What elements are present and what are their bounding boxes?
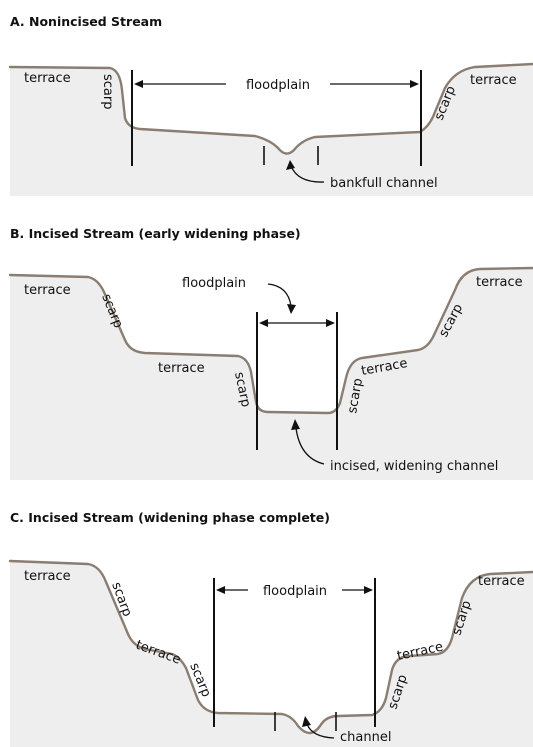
- panel-c: C. Incised Stream (widening phase comple…: [8, 510, 533, 747]
- panel-c-floodplain-arrow: [216, 586, 373, 594]
- panel-b-title: B. Incised Stream (early widening phase): [10, 226, 301, 241]
- panel-c-channel-label: channel: [340, 730, 391, 745]
- panel-b-scarp-inner-right-label: scarp: [345, 377, 366, 415]
- panel-b-channel-pointer: [291, 419, 325, 465]
- panel-a: A. Nonincised Stream floodplain terrace …: [8, 14, 533, 196]
- panel-c-ground: [10, 561, 533, 747]
- panel-b-channel-label: incised, widening channel: [330, 459, 498, 474]
- panel-a-scarp-left-label: scarp: [100, 74, 115, 109]
- panel-a-terrace-left-label: terrace: [24, 71, 71, 86]
- panel-c-terrace-upper-left-label: terrace: [24, 569, 71, 584]
- panel-a-floodplain-label: floodplain: [246, 78, 310, 93]
- panel-c-floodplain-label: floodplain: [263, 584, 327, 599]
- panel-c-terrace-upper-right-label: terrace: [478, 574, 525, 589]
- panel-b-terrace-upper-right-label: terrace: [476, 275, 523, 290]
- panel-a-floodplain-arrow: [134, 80, 419, 88]
- panel-b-scarp-inner-left-label: scarp: [231, 371, 253, 409]
- panel-c-channel-pointer: [302, 716, 335, 739]
- panel-b-terrace-upper-left-label: terrace: [24, 283, 71, 298]
- panel-b-floodplain-arrow: [259, 319, 335, 327]
- panel-b-floodplain-label: floodplain: [182, 276, 246, 291]
- panel-b-floodplain-pointer: [267, 283, 296, 314]
- panel-a-terrace-right-label: terrace: [470, 73, 517, 88]
- panel-a-ground-surface: [8, 62, 533, 155]
- panel-a-ground: [10, 64, 533, 196]
- panel-c-ground-surface: [8, 559, 533, 735]
- panel-a-channel-pointer: [286, 160, 325, 183]
- panel-b-ground: [10, 268, 533, 480]
- panel-b: B. Incised Stream (early widening phase)…: [8, 226, 533, 480]
- panel-b-ground-surface: [8, 266, 533, 415]
- panel-a-channel-label: bankfull channel: [330, 176, 438, 191]
- panel-c-title: C. Incised Stream (widening phase comple…: [10, 510, 330, 525]
- panel-a-title: A. Nonincised Stream: [10, 14, 162, 29]
- panel-b-terrace-middle-left-label: terrace: [158, 361, 205, 376]
